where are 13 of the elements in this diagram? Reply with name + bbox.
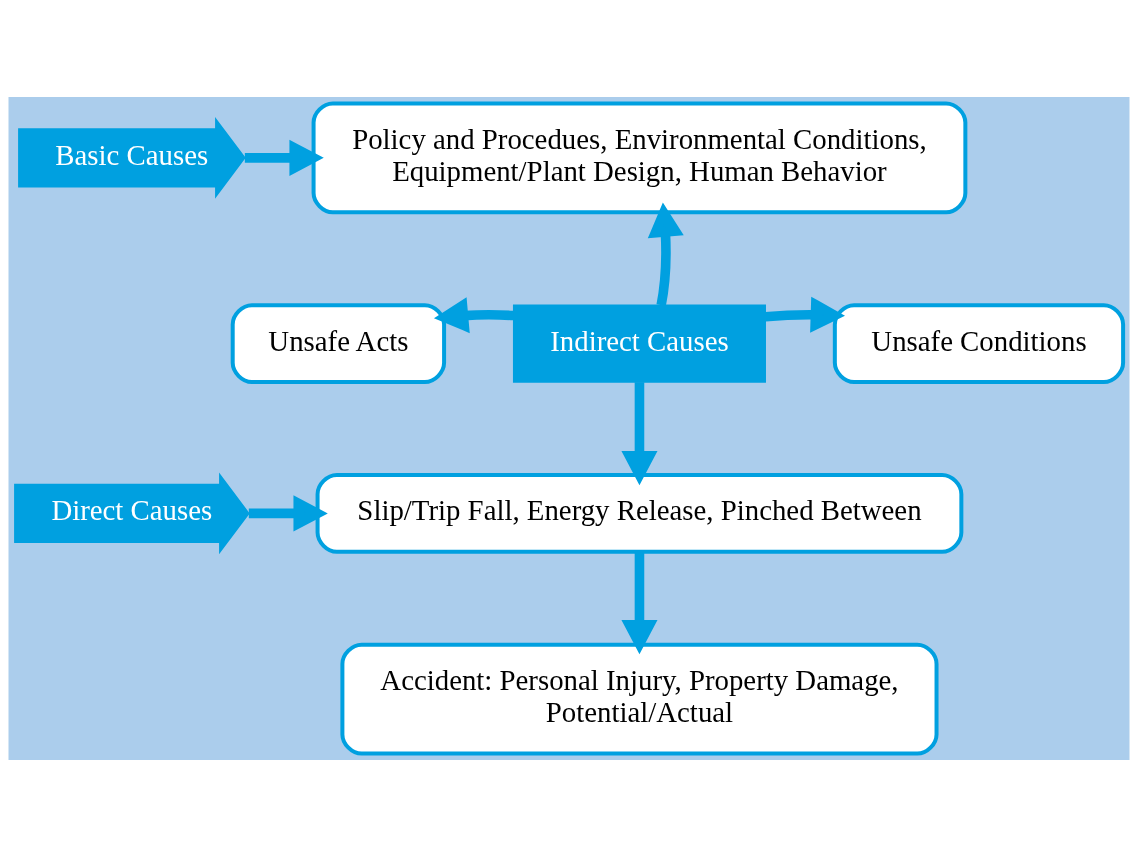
arrow (433, 297, 514, 334)
node-box: Unsafe Acts (230, 303, 447, 385)
arrow (248, 495, 328, 532)
node-box: Indirect Causes (512, 304, 766, 383)
arrow (647, 202, 684, 307)
arrow (244, 139, 324, 176)
arrow (621, 382, 658, 486)
arrow (765, 296, 845, 333)
node-box: Accident: Personal Injury, Property Damage, Potential/Actual (340, 642, 939, 756)
node-box: Slip/Trip Fall, Energy Release, Pinched Between (315, 472, 964, 554)
arrow (621, 551, 658, 655)
node-box: Unsafe Conditions (832, 303, 1126, 385)
node-box: Policy and Procedues, Environmental Conditions, Equipment/Plant Design, Human Behavior (311, 101, 968, 215)
